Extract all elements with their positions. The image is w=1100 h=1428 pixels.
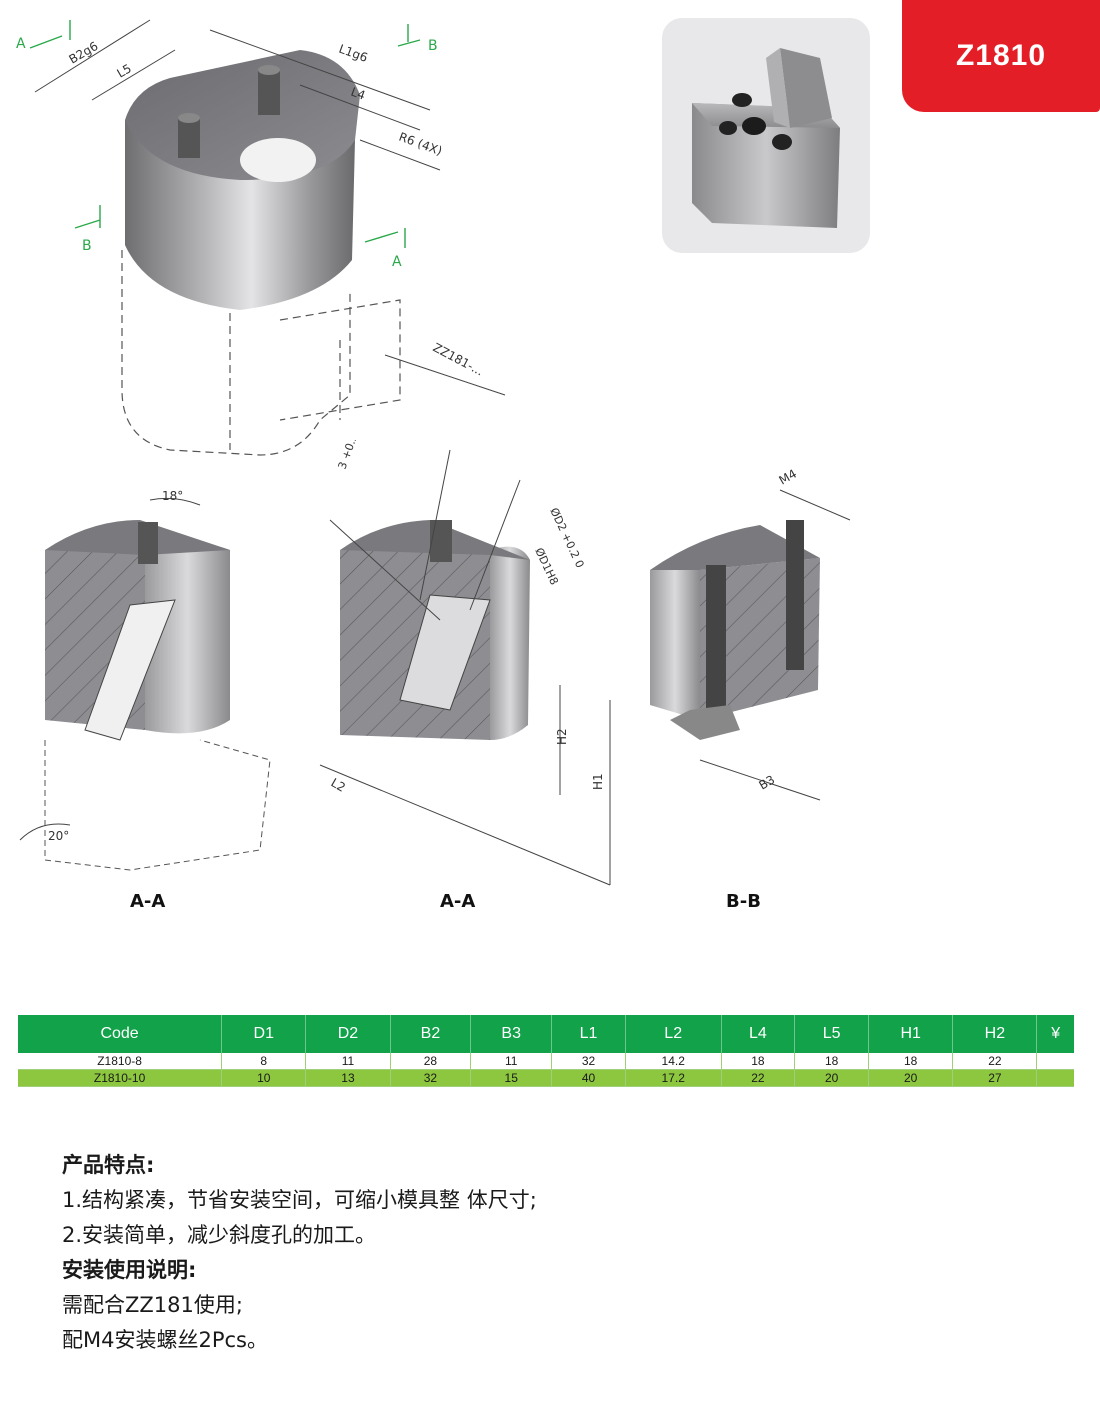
header-price: ¥ (1036, 1015, 1074, 1053)
cell-code: Z1810-8 (18, 1053, 223, 1070)
spec-header-row: Code D1 D2 B2 B3 L1 L2 L4 L5 H1 H2 ¥ (18, 1015, 1074, 1053)
section-label-bb: B-B (726, 891, 761, 912)
product-code-badge: Z1810 (902, 0, 1100, 112)
dim-h1: H1 (591, 773, 605, 790)
dim-l4: L4 (349, 85, 367, 103)
header-l1: L1 (551, 1015, 626, 1053)
cell-price (1036, 1069, 1074, 1087)
table-row: Z1810-8 8 11 28 11 32 14.2 18 18 18 22 (18, 1053, 1074, 1070)
cell-b2: 28 (390, 1053, 472, 1070)
header-h1: H1 (868, 1015, 954, 1053)
header-d2: D2 (305, 1015, 391, 1053)
cell-code: Z1810-10 (18, 1069, 223, 1087)
header-b2: B2 (390, 1015, 472, 1053)
section-drawings: 18° 20° 3 +0.2 0 ØD2 +0.2 0 ØD1H8 H2 H1 … (19, 440, 851, 886)
feature-item-2: 2.安装简单，减少斜度孔的加工。 (62, 1223, 377, 1247)
section-label-aa-left: A-A (130, 891, 166, 912)
section-bb: M4 B3 (650, 466, 851, 801)
spec-table: Code D1 D2 B2 B3 L1 L2 L4 L5 H1 H2 ¥ Z18… (18, 1015, 1074, 1087)
cell-l2: 17.2 (625, 1069, 722, 1087)
features-title: 产品特点: (62, 1153, 155, 1177)
cell-l5: 20 (794, 1069, 870, 1087)
table-row: Z1810-10 10 13 32 15 40 17.2 22 20 20 27 (18, 1069, 1074, 1087)
angle-20: 20° (48, 829, 69, 843)
header-l2: L2 (625, 1015, 722, 1053)
section-mark-a-right: A (392, 254, 402, 270)
dim-tol3: 3 +0.2 0 (336, 440, 365, 471)
section-mark-b-top: B (428, 38, 438, 54)
cell-h1: 18 (868, 1053, 954, 1070)
cell-l1: 40 (551, 1069, 626, 1087)
dim-l2: L2 (329, 775, 348, 794)
product-notes: 产品特点: 1.结构紧凑，节省安装空间，可缩小模具整 体尺寸; 2.安装简单，减… (62, 1148, 762, 1358)
cell-d2: 13 (305, 1069, 391, 1087)
header-code: Code (18, 1015, 223, 1053)
header-l4: L4 (721, 1015, 796, 1053)
dim-h2: H2 (555, 728, 569, 745)
dim-l1g6: L1g6 (337, 42, 370, 65)
dim-r6: R6 (4X) (397, 130, 444, 159)
dim-d2: ØD2 +0.2 0 (547, 506, 586, 570)
cell-d1: 8 (221, 1053, 307, 1070)
angle-18: 18° (162, 489, 183, 503)
cell-h2: 27 (952, 1069, 1038, 1087)
header-d1: D1 (221, 1015, 307, 1053)
cell-l5: 18 (794, 1053, 870, 1070)
isometric-drawing: A B B A B2g6 L5 L1g6 L4 R6 (4X) ZZ181-..… (16, 19, 506, 456)
cell-b3: 15 (470, 1069, 553, 1087)
cell-l4: 18 (721, 1053, 796, 1070)
section-mark-a-top: A (16, 36, 26, 52)
feature-item-1: 1.结构紧凑，节省安装空间，可缩小模具整 体尺寸; (62, 1188, 537, 1212)
cell-h1: 20 (868, 1069, 954, 1087)
cell-l4: 22 (721, 1069, 796, 1087)
header-h2: H2 (952, 1015, 1038, 1053)
install-item-2: 配M4安装螺丝2Pcs。 (62, 1328, 268, 1352)
dim-b2g6: B2g6 (67, 39, 101, 67)
product-code: Z1810 (955, 39, 1047, 72)
section-mark-b-left: B (82, 238, 92, 254)
cell-l2: 14.2 (625, 1053, 722, 1070)
cell-d1: 10 (221, 1069, 307, 1087)
cell-b3: 11 (470, 1053, 553, 1070)
dim-m4: M4 (777, 466, 800, 487)
section-aa-middle: 3 +0.2 0 ØD2 +0.2 0 ØD1H8 H2 H1 L2 (319, 440, 611, 886)
header-l5: L5 (794, 1015, 870, 1053)
product-photo (662, 18, 870, 253)
dim-d1: ØD1H8 (532, 546, 560, 587)
section-aa-left: 18° 20° (19, 489, 271, 871)
cell-h2: 22 (952, 1053, 1038, 1070)
install-item-1: 需配合ZZ181使用; (62, 1293, 243, 1317)
cell-d2: 11 (305, 1053, 391, 1070)
header-b3: B3 (470, 1015, 553, 1053)
dim-l5: L5 (115, 61, 134, 80)
cell-price (1036, 1053, 1074, 1070)
install-title: 安装使用说明: (62, 1258, 197, 1282)
dim-b3: B3 (757, 773, 778, 793)
cell-b2: 32 (390, 1069, 472, 1087)
section-label-aa-middle: A-A (440, 891, 476, 912)
cell-l1: 32 (551, 1053, 626, 1070)
